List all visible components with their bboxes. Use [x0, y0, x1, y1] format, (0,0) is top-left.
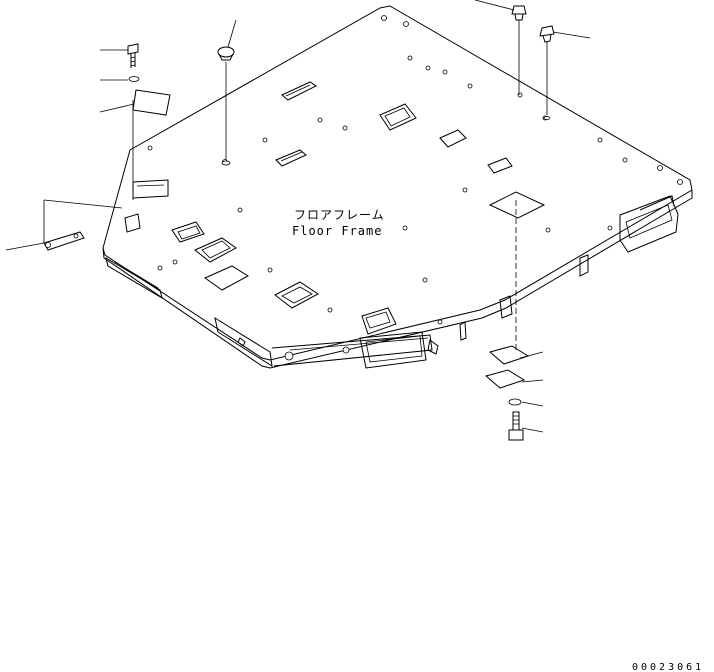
mounting-holes — [147, 15, 683, 325]
leader-lines — [5, 0, 591, 433]
bolt-hole — [284, 351, 294, 361]
drawing-code: 00023061 — [632, 662, 704, 672]
part-label-english: Floor Frame — [292, 224, 382, 238]
clamp-bracket — [43, 231, 85, 251]
bolt-top-left — [127, 43, 139, 68]
floor-plate — [102, 5, 693, 369]
washer-lower — [508, 398, 522, 406]
part-label-japanese: フロアフレーム — [294, 208, 385, 222]
cover-plate — [132, 89, 171, 116]
bolt-lower — [508, 411, 524, 441]
grommet — [217, 46, 235, 166]
plug-top-right-a — [511, 5, 527, 95]
side-frame — [105, 195, 679, 369]
plug-top-right-b — [539, 25, 555, 120]
gasket-lower — [484, 369, 526, 389]
bolt-hole — [342, 346, 350, 354]
plate-openings — [124, 81, 546, 335]
cover-plate-lower — [488, 345, 530, 365]
washer — [128, 76, 140, 82]
